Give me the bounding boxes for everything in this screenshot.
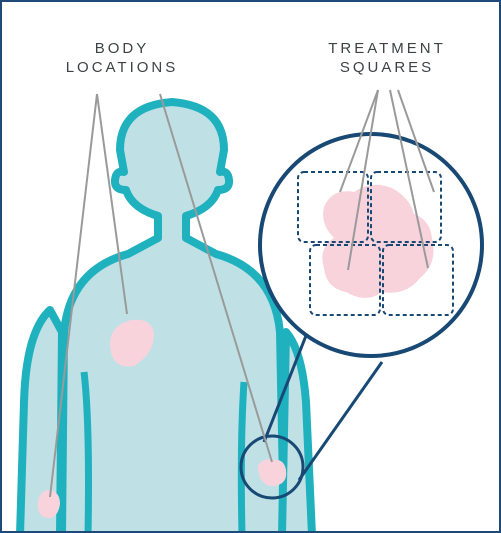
treatment-squares-label-line1: TREATMENT [302, 39, 472, 58]
body-locations-label-line1: BODY [42, 39, 202, 58]
magnifier-connector-bottom [299, 362, 382, 480]
treatment-squares-label-line2: SQUARES [302, 58, 472, 77]
body-locations-label-line2: LOCATIONS [42, 58, 202, 77]
body-silhouette [62, 102, 284, 533]
treatment-squares-label: TREATMENT SQUARES [302, 39, 472, 77]
body-locations-label: BODY LOCATIONS [42, 39, 202, 77]
